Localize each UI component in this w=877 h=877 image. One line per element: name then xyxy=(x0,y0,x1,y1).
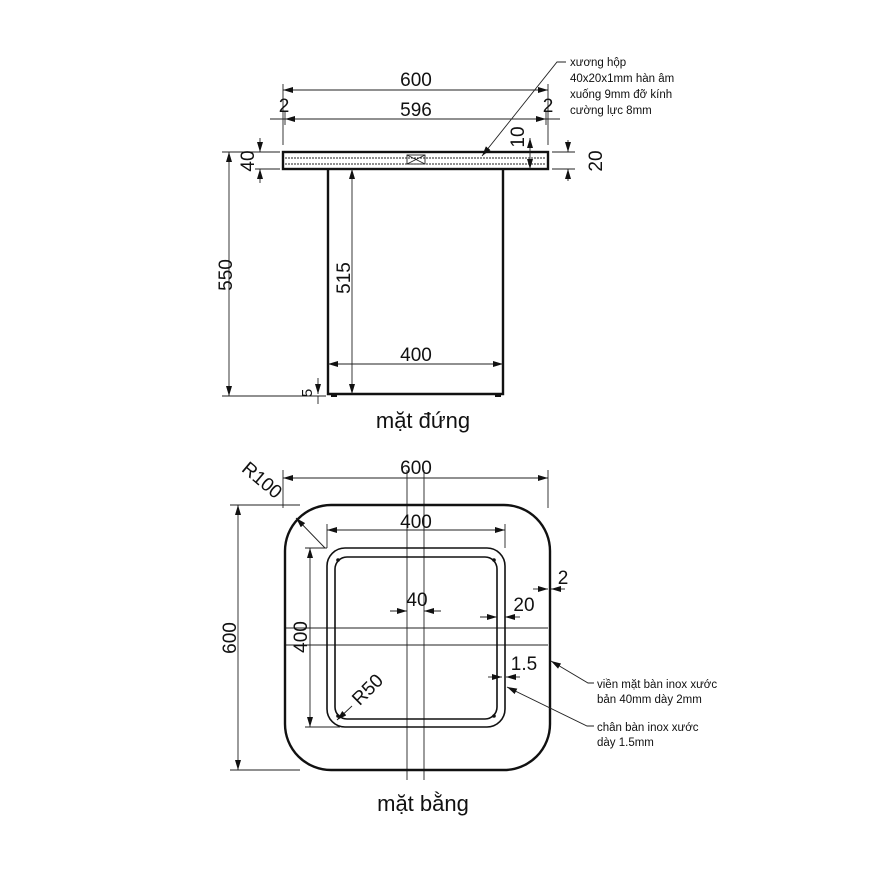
dim-depth: 600 xyxy=(220,622,241,654)
note-line: bản 40mm dày 2mm xyxy=(597,694,702,706)
note-line: cường lực 8mm xyxy=(570,105,652,117)
foot-right xyxy=(495,394,501,397)
note-leader xyxy=(481,61,566,157)
dim-leg-depth: 400 xyxy=(291,621,312,653)
plan-title: mặt bằng xyxy=(377,791,469,816)
dim-width: 600 xyxy=(400,458,432,479)
box-section-icon xyxy=(406,154,426,165)
dim-corner-radius: R100 xyxy=(237,458,285,503)
dim-rim: 20 xyxy=(513,595,534,616)
note-line: 40x20x1mm hàn âm xyxy=(570,73,674,85)
foot-left xyxy=(331,394,337,397)
dim-top-thickness: 40 xyxy=(238,150,259,171)
note-line: chân bàn inox xước xyxy=(597,722,699,734)
table-top-outline xyxy=(283,503,552,772)
leg-frame xyxy=(326,169,505,396)
dim-frame-height: 20 xyxy=(586,150,607,171)
dim-leg-radius: R50 xyxy=(348,670,387,709)
plan-view: 600 600 400 400 R100 R50 40 20 2 1.5 viề… xyxy=(220,458,717,816)
leg-outer xyxy=(326,547,506,728)
dim-leg-height: 515 xyxy=(334,262,355,294)
dim-gap-right: 2 xyxy=(543,96,554,117)
dim-top-total: 600 xyxy=(400,70,432,91)
dim-top-inner: 596 xyxy=(400,100,432,121)
dim-leg-width: 400 xyxy=(400,512,432,533)
note-line: xương hộp xyxy=(570,57,626,69)
note-line: xuống 9mm đỡ kính xyxy=(570,89,672,101)
leg-inner xyxy=(334,556,498,720)
dim-leg-thickness: 1.5 xyxy=(511,654,537,675)
note-line: viền mặt bàn inox xước xyxy=(597,679,717,691)
elevation-title: mặt đứng xyxy=(376,408,470,433)
dim-top-border: 2 xyxy=(558,568,569,589)
dim-foot: 5 xyxy=(299,389,316,397)
table-top xyxy=(281,150,550,171)
dim-height-total: 550 xyxy=(216,259,237,291)
dim-leg-width: 400 xyxy=(400,345,432,366)
note-line: dày 1.5mm xyxy=(597,737,654,749)
dim-frame: 40 xyxy=(406,590,427,611)
dim-gap-left: 2 xyxy=(279,96,290,117)
elevation-view: 600 596 2 2 40 10 20 550 515 400 5 xương… xyxy=(216,57,674,433)
dim-frame-offset: 10 xyxy=(508,126,529,147)
